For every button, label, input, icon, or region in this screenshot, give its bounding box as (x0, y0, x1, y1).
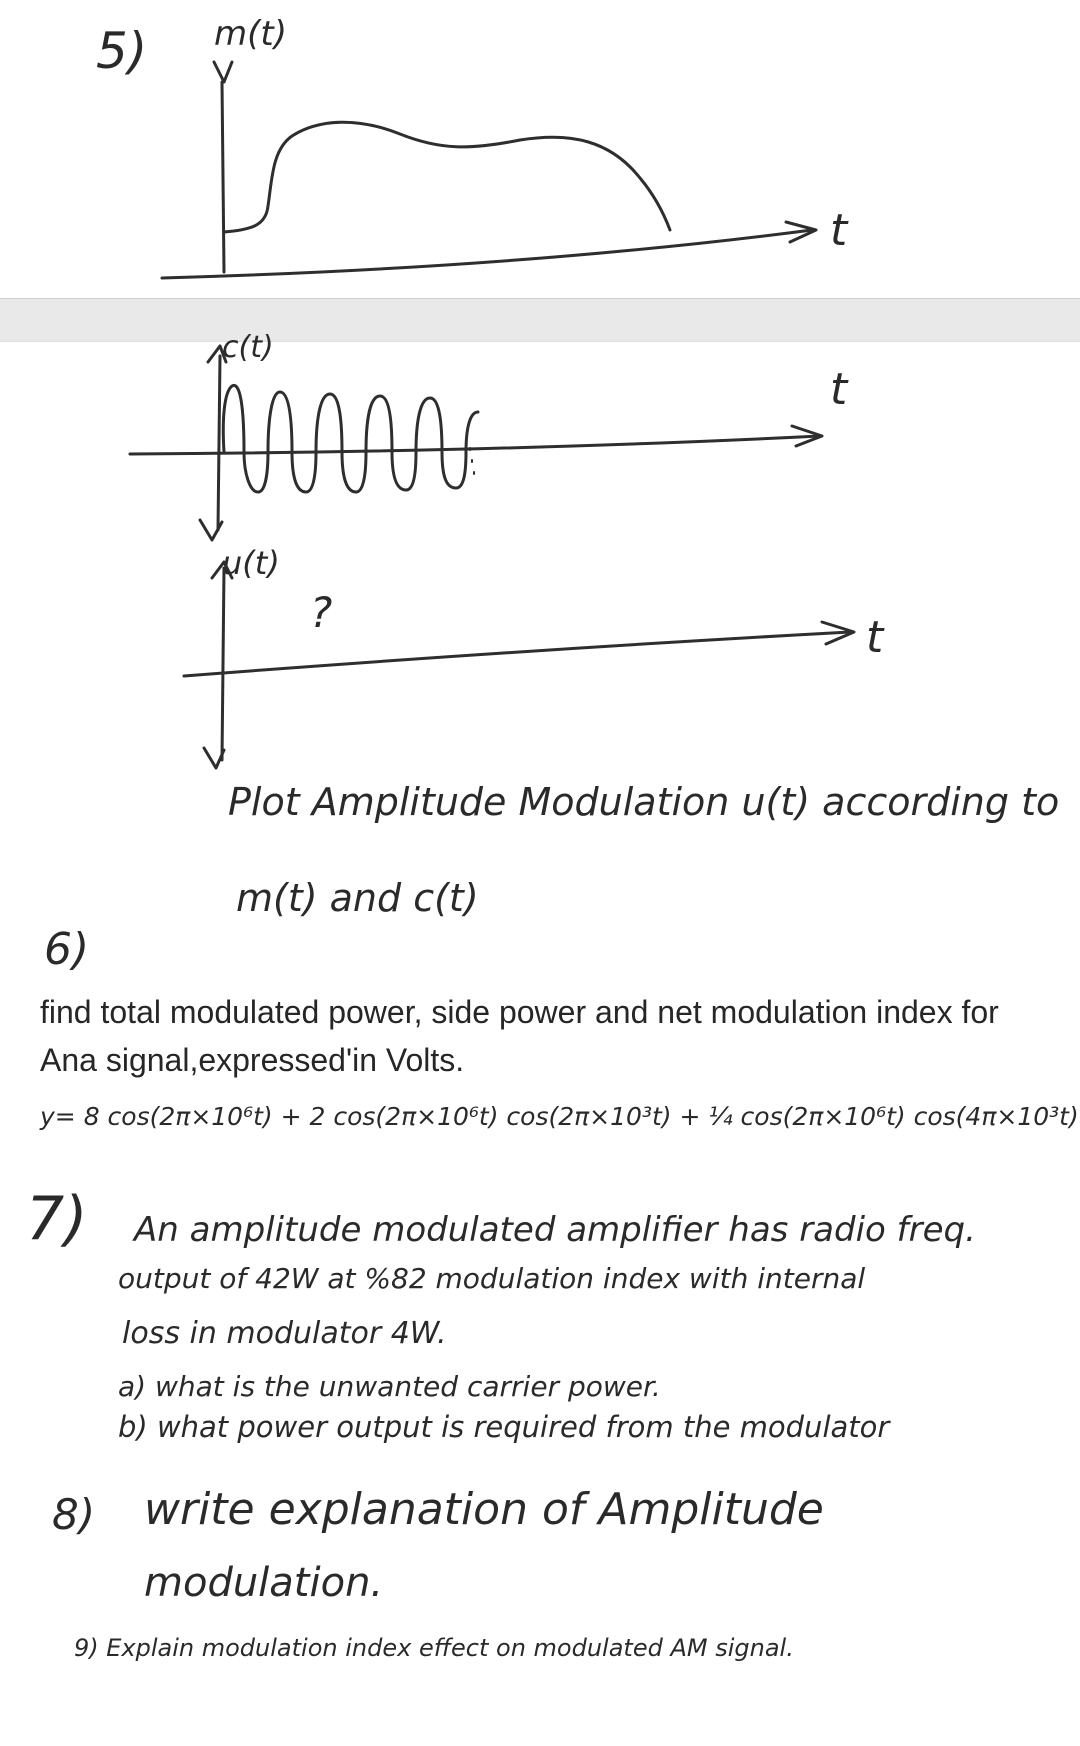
graph-m-xlabel: t (830, 205, 848, 256)
graph-c-xaxis (128, 434, 822, 456)
graph-m-ylabel: m(t) (214, 14, 287, 54)
graph-m-curve (222, 120, 672, 234)
problem7-part-b: b) what power output is required from th… (118, 1410, 890, 1444)
problem7-number: 7) (26, 1184, 88, 1254)
graph-c-xaxis-arrow (790, 424, 824, 448)
screenshot-divider (0, 298, 1080, 342)
graph-m-xaxis-arrow (784, 220, 818, 244)
graph-c-ylabel: c(t) (222, 330, 274, 365)
graph-c-yaxis-arrow-bottom (198, 518, 224, 542)
graph-u-xlabel: t (866, 612, 884, 663)
graph-m-yaxis-arrow (212, 60, 234, 84)
problem8-line1: write explanation of Amplitude (144, 1484, 824, 1535)
graph-u-unknown: ? (310, 588, 333, 637)
problem5-instruction-line2: m(t) and c(t) (236, 876, 479, 920)
graph-c-yaxis-arrow (206, 344, 228, 364)
problem6-equation: y= 8 cos(2π×10⁶t) + 2 cos(2π×10⁶t) cos(2… (40, 1102, 1079, 1131)
problem8-number: 8) (52, 1490, 96, 1539)
graph-c-xlabel: t (830, 364, 848, 415)
graph-u-xaxis-arrow (820, 620, 856, 646)
problem7-line3: loss in modulator 4W. (122, 1316, 447, 1351)
graph-c-dots (469, 447, 475, 475)
problem5-number: 5) (96, 22, 148, 80)
problem7-line1: An amplitude modulated amplifier has rad… (134, 1210, 976, 1250)
problem7-part-a: a) what is the unwanted carrier power. (118, 1370, 661, 1403)
graph-u-xaxis (182, 630, 852, 678)
problem8-line2: modulation. (144, 1560, 384, 1606)
problem6-number: 6) (44, 924, 90, 975)
problem7-line2: output of 42W at %82 modulation index wi… (118, 1262, 866, 1295)
graph-u-yaxis (220, 566, 226, 762)
graph-u-yaxis-arrow (210, 560, 234, 580)
graph-m-yaxis (220, 80, 226, 274)
graph-u-yaxis-arrow-bottom (202, 746, 226, 770)
graph-c-carrier (221, 384, 480, 494)
graph-c-yaxis (216, 354, 222, 532)
graph-m-xaxis (160, 228, 814, 280)
problem6-text: find total modulated power, side power a… (40, 994, 999, 1078)
problem9-text: 9) Explain modulation index effect on mo… (74, 1634, 794, 1662)
problem5-instruction-line1: Plot Amplitude Modulation u(t) according… (228, 780, 1060, 824)
